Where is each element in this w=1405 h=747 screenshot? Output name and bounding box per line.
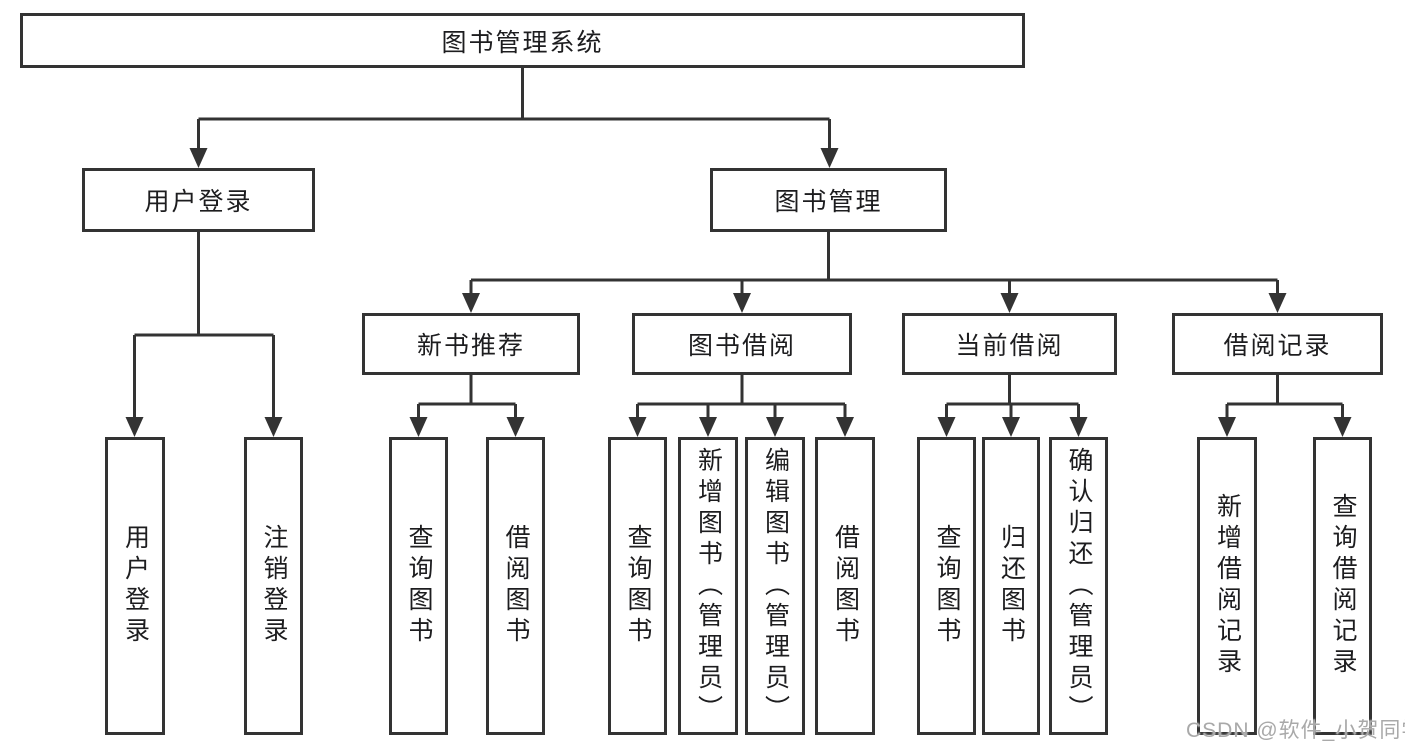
leaf-logout-label: 注销登录 (260, 524, 288, 648)
node-user-login: 用户登录 (82, 168, 315, 232)
leaf-bb-borrow-books-label: 借阅图书 (831, 524, 860, 648)
node-book-borrowing: 图书借阅 (632, 313, 852, 375)
leaf-bb-add-books-admin: 新增图书（管理员） (678, 437, 738, 735)
leaf-bb-edit-books-admin-label: 编辑图书（管理员） (761, 446, 790, 726)
leaf-user-login: 用户登录 (105, 437, 165, 735)
leaf-cb-query-books: 查询图书 (917, 437, 976, 735)
leaf-br-query-record: 查询借阅记录 (1313, 437, 1372, 735)
watermark: CSDN @软件_小贺同学 (1186, 719, 1405, 742)
leaf-user-login-label: 用户登录 (121, 524, 150, 648)
node-borrow-records-label: 借阅记录 (1223, 332, 1332, 360)
leaf-br-add-record: 新增借阅记录 (1197, 437, 1257, 735)
node-borrow-records: 借阅记录 (1172, 313, 1383, 375)
leaf-nbr-borrow-books-label: 借阅图书 (502, 524, 530, 648)
leaf-bb-add-books-admin-label: 新增图书（管理员） (694, 446, 723, 726)
leaf-bb-edit-books-admin: 编辑图书（管理员） (745, 437, 805, 735)
node-user-login-label: 用户登录 (144, 188, 253, 216)
leaf-nbr-query-books: 查询图书 (389, 437, 448, 735)
node-root: 图书管理系统 (20, 13, 1025, 68)
node-book-management: 图书管理 (710, 168, 947, 232)
leaf-cb-confirm-return-admin: 确认归还（管理员） (1049, 437, 1108, 735)
node-current-borrowing: 当前借阅 (902, 313, 1117, 375)
leaf-cb-query-books-label: 查询图书 (933, 524, 961, 648)
leaf-logout: 注销登录 (244, 437, 303, 735)
leaf-cb-return-books-label: 归还图书 (997, 524, 1026, 648)
leaf-nbr-query-books-label: 查询图书 (405, 524, 433, 648)
leaf-br-add-record-label: 新增借阅记录 (1213, 493, 1242, 679)
node-book-borrowing-label: 图书借阅 (687, 332, 796, 360)
leaf-bb-query-books: 查询图书 (608, 437, 667, 735)
node-new-book-recommend: 新书推荐 (362, 313, 580, 375)
leaf-bb-borrow-books: 借阅图书 (815, 437, 875, 735)
node-book-management-label: 图书管理 (774, 188, 883, 216)
leaf-nbr-borrow-books: 借阅图书 (486, 437, 545, 735)
node-root-label: 图书管理系统 (441, 28, 604, 57)
node-current-borrowing-label: 当前借阅 (955, 332, 1064, 360)
node-new-book-recommend-label: 新书推荐 (416, 332, 525, 360)
leaf-br-query-record-label: 查询借阅记录 (1329, 493, 1357, 679)
leaf-cb-return-books: 归还图书 (982, 437, 1040, 735)
leaf-cb-confirm-return-admin-label: 确认归还（管理员） (1065, 446, 1093, 726)
leaf-bb-query-books-label: 查询图书 (624, 524, 652, 648)
